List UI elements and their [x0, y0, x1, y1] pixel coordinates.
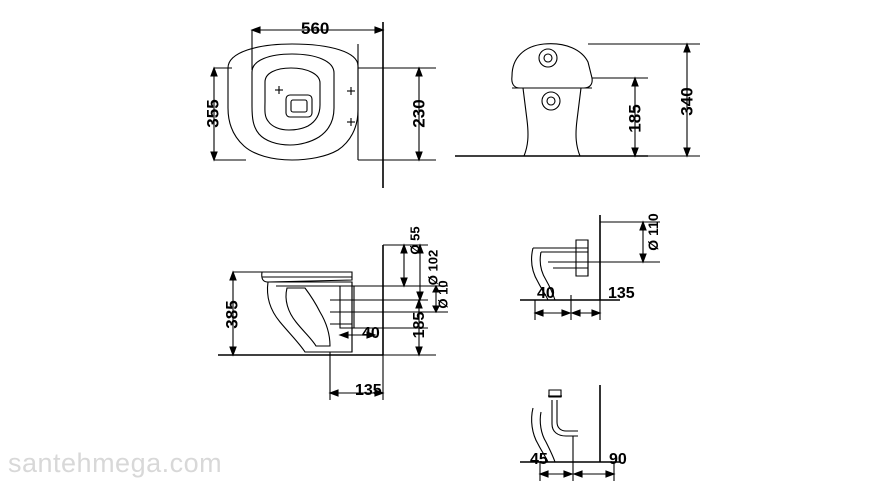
detail-supply-fitting: [549, 390, 561, 397]
front-hinge-circle-lower: [542, 92, 560, 110]
dim-label-dia-55: Ø 55: [407, 226, 423, 255]
front-hinge-circle-upper: [539, 49, 557, 67]
front-pedestal: [523, 88, 581, 156]
side-bowl-body: [268, 282, 353, 352]
front-hinge-inner-lower: [547, 97, 555, 105]
side-bowl-cavity: [286, 288, 330, 346]
plan-bowl-outline: [228, 44, 358, 160]
side-seat-profile: [262, 272, 352, 282]
dim-label-355: 355: [203, 99, 223, 128]
detail-supply-pipe: [552, 400, 578, 436]
dim-label-340: 340: [677, 87, 697, 116]
dim-label-385: 385: [222, 300, 242, 329]
detail-supply-bowl-profile: [532, 408, 548, 462]
dim-label-dia-110: Ø 110: [645, 213, 661, 251]
detail-supply-pipe-inner: [557, 400, 578, 431]
dim-label-135-side: 135: [355, 382, 382, 399]
dim-110-group: [588, 222, 660, 262]
dim-label-185-side: 185: [411, 311, 428, 339]
plan-fixing-holes: [275, 86, 355, 126]
watermark-text: santehmega.com: [8, 448, 223, 478]
plan-flush-plate: [286, 95, 312, 117]
plan-bowl-opening: [265, 68, 320, 130]
dim-label-560: 560: [301, 19, 330, 38]
dim-560-group: [252, 27, 383, 70]
dim-label-dia-10: Ø 10: [435, 280, 451, 309]
dim-label-45: 45: [530, 451, 548, 468]
front-hinge-inner-upper: [544, 54, 552, 62]
dim-340-front-group: [588, 44, 700, 156]
dim-230-group: [358, 68, 436, 160]
side-outlet-lines: [330, 300, 352, 324]
dim-45-90-group: [540, 436, 614, 481]
dim-label-40-side: 40: [362, 325, 380, 342]
dim-label-135-detail: 135: [608, 285, 635, 302]
dim-40-side-group: [340, 332, 375, 338]
dim-label-185-front: 185: [625, 104, 645, 133]
plan-flush-button: [291, 100, 307, 112]
dim-diameter-stack: [352, 245, 448, 328]
dim-label-40-detail: 40: [537, 285, 555, 302]
dim-185-front-group: [592, 78, 648, 156]
plan-seat-inner: [252, 54, 334, 145]
dim-385-group: [218, 272, 262, 355]
dim-355-group: [211, 68, 246, 160]
dim-185-side-group: [383, 300, 436, 355]
dim-135-side-group: [330, 352, 383, 400]
dim-40-135-group: [535, 295, 600, 320]
detail-outlet-bowl-profile-inner: [540, 252, 555, 300]
detail-supply-bowl-profile-inner: [540, 412, 555, 462]
detail-outlet-flange: [576, 240, 588, 276]
detail-outlet-bowl-profile: [532, 248, 548, 300]
dim-label-90: 90: [609, 451, 627, 468]
dim-label-230: 230: [409, 99, 429, 128]
